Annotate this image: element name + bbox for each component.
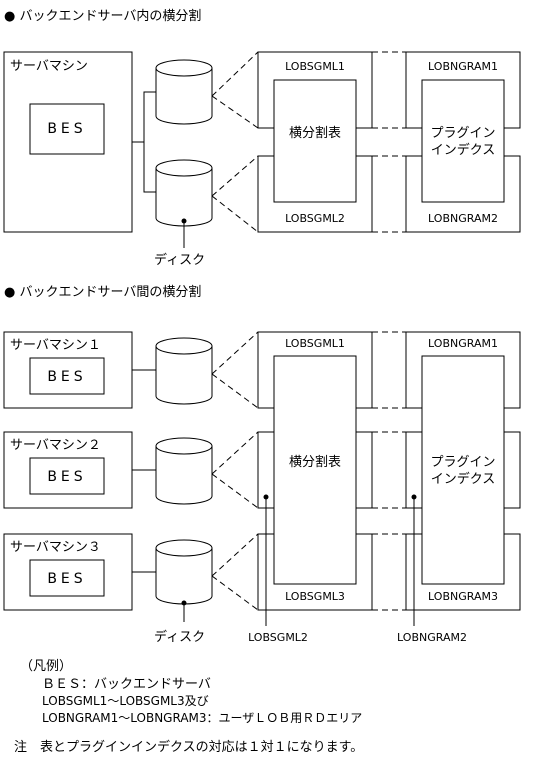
bes-box xyxy=(29,357,105,395)
partitioned-table-label: 横分割表 xyxy=(289,125,341,141)
disk-cylinder xyxy=(155,437,213,505)
disk-cylinder xyxy=(155,59,213,125)
bes-label: BES xyxy=(47,571,86,587)
plugin-index-box xyxy=(421,79,505,203)
rd-area-label: LOBSGML2 xyxy=(285,212,345,225)
disk-cylinder xyxy=(155,539,213,605)
rd-area-link-lines xyxy=(372,331,406,611)
disk-pointer-dot xyxy=(181,218,187,224)
rd-area-label: LOBNGRAM2 xyxy=(428,212,498,225)
disk-label: ディスク xyxy=(154,629,205,645)
partitioned-table-label: 横分割表 xyxy=(289,454,341,470)
section1-title: ● バックエンドサーバ内の横分割 xyxy=(4,8,201,24)
legend-line: LOBSGML1～LOBSGML3及び xyxy=(42,694,209,708)
bes-label: BES xyxy=(47,469,86,485)
rd-area-label: LOBNGRAM1 xyxy=(428,60,498,73)
plugin-index-label: プラグイン xyxy=(430,126,495,141)
section2-title: ● バックエンドサーバ間の横分割 xyxy=(4,284,201,300)
partitioned-table-box xyxy=(273,355,357,585)
expansion-dashed-lines xyxy=(211,331,259,611)
disk-cylinder xyxy=(155,159,213,227)
bes-label: BES xyxy=(47,369,86,385)
rd-area-link-lines xyxy=(372,51,406,233)
rd-area-label: LOBSGML3 xyxy=(285,590,345,603)
server-disk-connector xyxy=(132,369,156,573)
rd-area-label: LOBSGML1 xyxy=(285,337,345,350)
legend-line: LOBNGRAM1～LOBNGRAM3：ユーザＬＯＢ用ＲＤエリア xyxy=(42,711,362,725)
server-machine-label: サーバマシン xyxy=(10,59,88,74)
server-machine-label: サーバマシン３ xyxy=(10,540,101,555)
server-machine-label: サーバマシン１ xyxy=(10,338,101,353)
note-text: 注 表とプラグインインデクスの対応は１対１になります。 xyxy=(14,739,363,755)
bes-box xyxy=(29,103,105,155)
disk-label: ディスク xyxy=(154,252,205,268)
plugin-index-label: インデクス xyxy=(431,471,496,487)
callout-label: LOBSGML2 xyxy=(248,631,308,644)
rd-area-label: LOBNGRAM1 xyxy=(428,337,498,350)
plugin-index-label: プラグイン xyxy=(430,455,495,470)
bes-box xyxy=(29,559,105,597)
legend-line: ＢＥＳ：バックエンドサーバ xyxy=(42,677,211,692)
server-disk-connector xyxy=(132,91,156,193)
disk-pointer-dot xyxy=(181,600,187,606)
legend-heading: （凡例） xyxy=(20,659,72,674)
bes-box xyxy=(29,457,105,495)
plugin-index-box xyxy=(421,355,505,585)
disk-cylinder xyxy=(155,337,213,405)
plugin-index-label: インデクス xyxy=(431,142,496,158)
rd-area-label: LOBSGML1 xyxy=(285,60,345,73)
bes-label: BES xyxy=(47,121,86,137)
server-machine-label: サーバマシン２ xyxy=(10,438,101,453)
rd-area-label: LOBNGRAM3 xyxy=(428,590,498,603)
expansion-dashed-lines xyxy=(211,51,259,233)
partitioned-table-box xyxy=(273,79,357,203)
callout-label: LOBNGRAM2 xyxy=(397,631,467,644)
